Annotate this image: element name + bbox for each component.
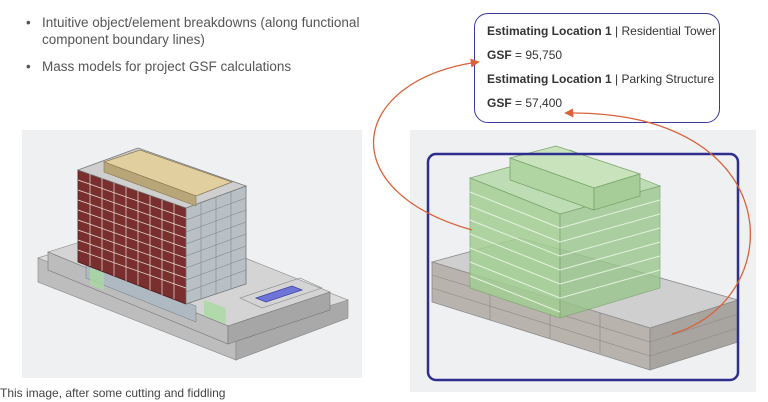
gsf-callout-box: Estimating Location 1 | Residential Towe…: [474, 13, 720, 123]
separator: |: [611, 24, 622, 38]
bullet-list: • Intuitive object/element breakdowns (al…: [20, 14, 400, 85]
gsf-value: = 95,750: [511, 48, 563, 62]
separator: |: [611, 72, 622, 86]
bullet-item: • Intuitive object/element breakdowns (al…: [20, 14, 400, 48]
location-name: Parking Structure: [621, 72, 715, 86]
figure-caption: This image, after some cutting and fiddl…: [0, 386, 226, 400]
location-name: Residential Tower: [621, 24, 716, 38]
detailed-building: [36, 147, 349, 361]
bullet-dot: •: [26, 15, 31, 30]
bullet-item: • Mass models for project GSF calculation…: [20, 58, 400, 75]
mass-model: [426, 145, 740, 382]
bullet-text: Intuitive object/element breakdowns (alo…: [42, 15, 360, 47]
callout-gsf-parking: GSF = 57,400: [487, 96, 709, 120]
callout-location-tower: Estimating Location 1 | Residential Towe…: [487, 24, 716, 48]
gsf-label: GSF: [487, 48, 512, 62]
location-label: Estimating Location 1: [487, 72, 612, 86]
gsf-label: GSF: [487, 96, 512, 110]
callout-gsf-tower: GSF = 95,750: [487, 48, 709, 72]
location-label: Estimating Location 1: [487, 24, 612, 38]
gsf-value: = 57,400: [511, 96, 563, 110]
callout-location-parking: Estimating Location 1 | Parking Structur…: [487, 72, 714, 96]
bullet-text: Mass models for project GSF calculations: [42, 59, 292, 74]
bullet-dot: •: [26, 59, 31, 74]
arrow-parking-to-callout: [564, 108, 752, 335]
arrow-tower-to-callout: [373, 58, 480, 231]
